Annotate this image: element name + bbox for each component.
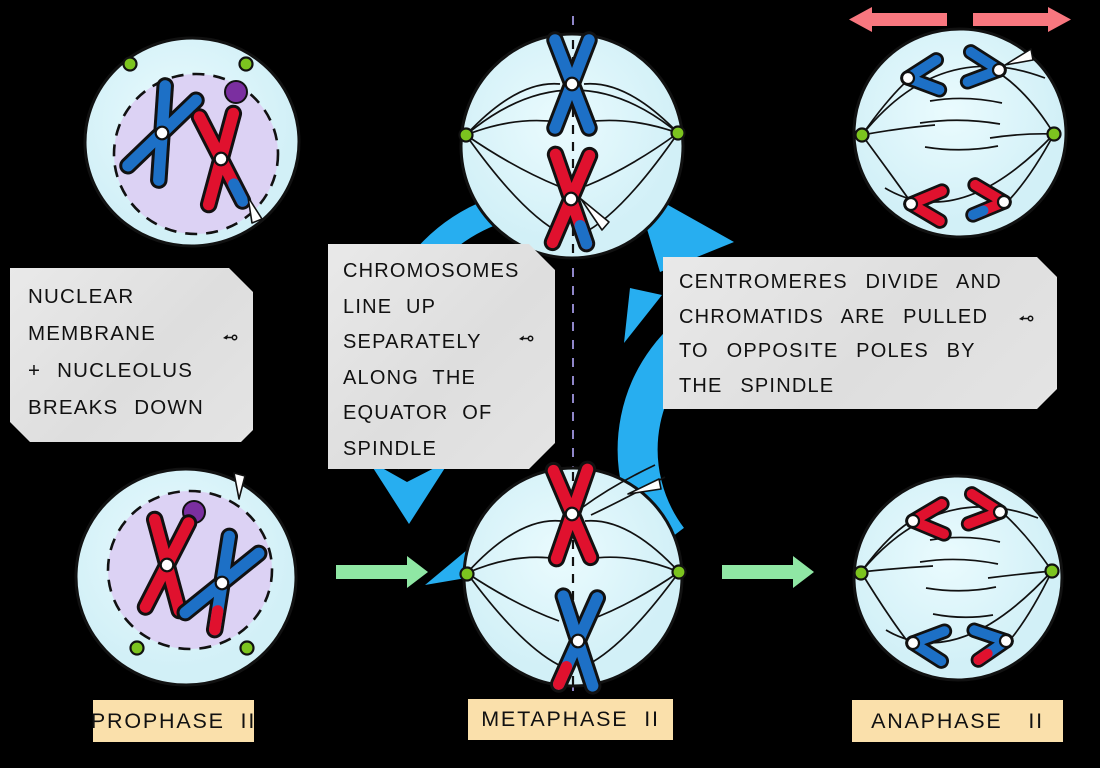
chromatid-red-with-blue-tip xyxy=(973,185,1011,217)
centromere xyxy=(905,513,921,529)
chromosome-blue xyxy=(128,86,196,180)
centromere xyxy=(154,125,170,141)
pointer-arrow-icon xyxy=(233,472,246,500)
chromatid-blue-with-red-tip xyxy=(974,625,1014,660)
callout-line: THE SPINDLE xyxy=(679,374,835,397)
centromere xyxy=(991,62,1007,78)
centromere xyxy=(992,504,1008,520)
centriole xyxy=(238,56,254,72)
pointer-arrow-icon xyxy=(580,198,610,231)
cell-anaphase2-bottom xyxy=(852,474,1064,682)
centriole xyxy=(459,566,475,582)
chromosome-red xyxy=(553,469,590,558)
callout-line: SPINDLE xyxy=(343,437,437,460)
centromere xyxy=(564,506,580,522)
centromere xyxy=(996,194,1012,210)
callout-line: EQUATOR OF xyxy=(343,402,493,424)
callout-line: CHROMATIDS ARE PULLED xyxy=(679,305,989,328)
cell-anaphase2-top xyxy=(852,27,1068,239)
chromosome-blue-with-red-tip xyxy=(559,596,598,686)
centromere xyxy=(214,575,230,591)
callout-line: TO OPPOSITE POLES BY xyxy=(679,340,976,362)
cell-metaphase2-bottom xyxy=(459,465,687,686)
chromosome-red xyxy=(145,519,188,610)
centriole xyxy=(853,565,869,581)
centriole xyxy=(458,127,474,143)
chromatid-blue xyxy=(968,52,1007,86)
callout-pointer-icon xyxy=(1019,315,1034,322)
stage-label-prophase2: PROPHASE II xyxy=(91,700,254,742)
cell-prophase2-top xyxy=(83,36,301,248)
centromere xyxy=(570,633,586,649)
chromatid-red xyxy=(969,494,1008,528)
chromosome-blue xyxy=(555,40,589,128)
stage-arrow-prophase-to-metaphase xyxy=(336,556,428,588)
callout-nuclear-membrane: NUCLEAR MEMBRANE + NUCLEOLUS BREAKS DOWN xyxy=(10,268,253,442)
chromatid-red xyxy=(904,189,942,221)
centriole xyxy=(1044,563,1060,579)
callout-line: CENTROMERES DIVIDE AND xyxy=(679,271,1002,293)
pointer-arrow-icon xyxy=(1004,48,1034,66)
centriole xyxy=(239,640,255,656)
chromatid-blue xyxy=(905,627,944,661)
callout-line: SEPARATELY xyxy=(343,331,482,353)
callout-pointer-icon xyxy=(519,335,534,342)
callout-line: ALONG THE xyxy=(343,366,477,389)
callout-line: NUCLEAR xyxy=(28,285,135,308)
centriole xyxy=(129,640,145,656)
swirl-arrowhead-down-icon xyxy=(368,460,450,524)
callout-line: + NUCLEOLUS xyxy=(28,359,194,382)
centromere xyxy=(905,635,921,651)
cell-metaphase2-top xyxy=(458,34,686,260)
pole-arrow-right-icon xyxy=(973,7,1071,32)
stage-label-anaphase2: ANAPHASE II xyxy=(852,700,1063,742)
centriole xyxy=(122,56,138,72)
centromere xyxy=(903,196,919,212)
centriole xyxy=(670,125,686,141)
centriole xyxy=(854,127,870,143)
chromatid-red xyxy=(906,504,944,536)
callout-centromeres-divide: CENTROMERES DIVIDE AND CHROMATIDS ARE PU… xyxy=(663,257,1057,409)
stage-arrow-metaphase-to-anaphase xyxy=(722,556,814,588)
chromosome-red-with-blue-tip xyxy=(552,154,589,243)
chromosome-blue-with-red-tip xyxy=(185,536,258,629)
centromere xyxy=(159,557,175,573)
callout-line: MEMBRANE xyxy=(28,322,157,345)
centromere xyxy=(564,76,580,92)
callout-line: CHROMOSOMES xyxy=(343,260,520,282)
pole-arrow-left-icon xyxy=(849,7,947,32)
swirl-flare-icon xyxy=(624,288,662,343)
nucleolus xyxy=(224,80,248,104)
centromere xyxy=(563,191,579,207)
callout-line: LINE UP xyxy=(343,295,437,318)
centromere xyxy=(998,633,1014,649)
centromere xyxy=(213,151,229,167)
callout-line: BREAKS DOWN xyxy=(28,396,204,419)
centriole xyxy=(1046,126,1062,142)
stage-label-metaphase2: METAPHASE II xyxy=(468,699,673,740)
spindle-fibers xyxy=(861,65,1055,203)
centromere xyxy=(900,70,916,86)
centriole xyxy=(671,564,687,580)
chromatid-blue xyxy=(900,60,939,94)
callout-chromosomes-line-up: CHROMOSOMES LINE UP SEPARATELY ALONG THE… xyxy=(328,244,555,469)
cell-prophase2-bottom xyxy=(74,467,298,687)
chromosome-red-with-blue-tip xyxy=(199,113,242,204)
callout-pointer-icon xyxy=(223,334,238,341)
pointer-arrow-icon xyxy=(627,478,662,495)
pointer-arrow-icon xyxy=(247,196,263,224)
